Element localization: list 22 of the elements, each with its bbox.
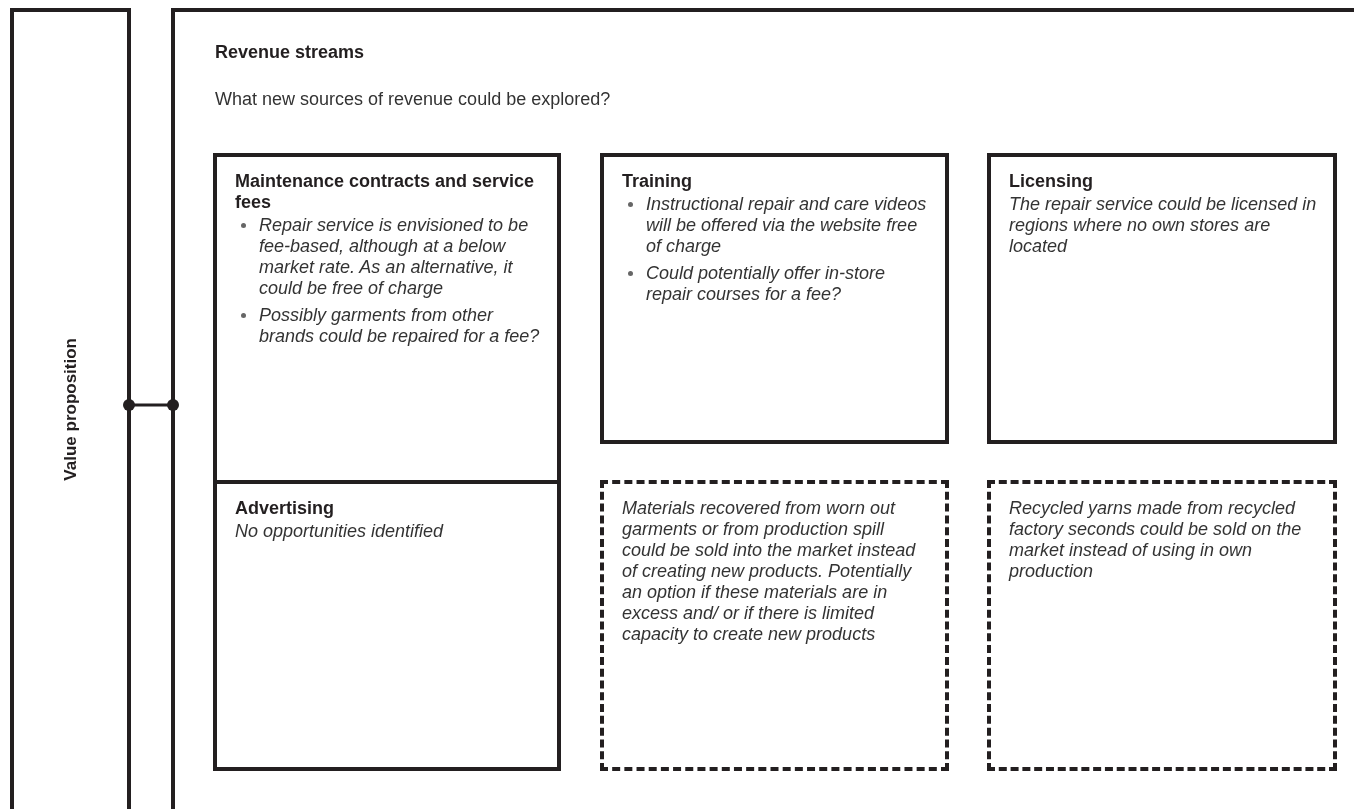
heading: Revenue streams [215,42,366,63]
bullet-text: Repair service is envisioned to be fee-based, although at a below market rate. As an alternative, it could be free of charge [259,215,529,298]
dashed-box [987,480,1337,771]
heading: Licensing [1009,171,1094,192]
section-panel [171,8,1354,809]
dashed-box [600,480,949,771]
bullet-text: Possibly garments from other brands could be repaired for a fee? [259,305,540,346]
heading: Training [622,171,693,192]
content-box [600,153,949,444]
content-box [987,153,1337,444]
bullet-text: Instructional repair and care videos will be offered via the website free of charge [646,194,927,256]
side-panel [10,8,131,809]
panel-title: Value proposition [60,337,81,481]
connector-line [123,399,179,411]
question-text: What new sources of revenue could be explored? [215,89,612,110]
body-text: The repair service could be licensed in regions where no own stores are located [1009,194,1317,257]
body-text: Recycled yarns made from recycled factory seconds could be sold on the market instead of using in own production [1009,498,1303,582]
body-text: No opportunities identified [235,521,445,542]
bullet-text: Could potentially offer in-store repair courses for a fee? [646,263,886,304]
heading: Advertising [235,498,336,519]
body-text: Materials recovered from worn out garments or from production spill could be sold into the market instead of creating new products. Potentially an option if these materials are in excess and/ or if there is limited capacity to create new products [622,498,917,645]
heading: Maintenance contracts and service fees [235,171,536,213]
